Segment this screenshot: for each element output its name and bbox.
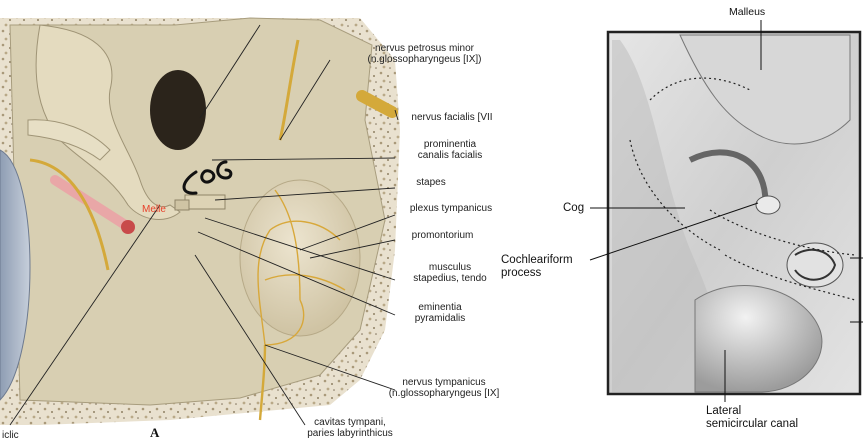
figure-b-panel: Malleus Cog Cochleariform process Latera…: [520, 0, 863, 443]
tendon-end: [121, 220, 135, 234]
label-lateral-semicircular-canal: Lateral semicircular canal: [706, 405, 798, 431]
figure-b-illustration: [520, 0, 863, 443]
label-nervus-facialis: nervus facialis [VII: [392, 112, 512, 123]
label-cog: Cog: [563, 202, 584, 215]
label-cut-bottom-left: iclic: [2, 430, 32, 441]
label-stapes: stapes: [395, 177, 467, 188]
label-eminentia-pyramidalis: eminentia pyramidalis: [395, 302, 485, 324]
dark-recess: [150, 70, 206, 150]
label-cavitas-tympani: cavitas tympani, paries labyrinthicus: [290, 417, 410, 439]
label-malleus: Malleus: [729, 6, 765, 18]
stapes-bone: [185, 195, 225, 209]
label-nervus-tympanicus: nervus tympanicus (n.glossopharyngeus [I…: [370, 377, 518, 399]
label-nervus-petrosus-minor: nervus petrosus minor (n.glossopharyngeu…: [332, 43, 517, 65]
figure-a-panel: nervus petrosus minor (n.glossopharyngeu…: [0, 0, 520, 443]
stapes-head: [175, 200, 189, 210]
label-musculus-stapedius: musculus stapedius, tendo: [395, 262, 505, 284]
malleus-marker-text: Melle: [142, 204, 166, 215]
promontorium-bulge: [240, 180, 360, 336]
label-prominentia-canalis-facialis: prominentia canalis facialis: [395, 139, 505, 161]
cog-knob: [756, 196, 780, 214]
label-cochleariform-process: Cochleariform process: [501, 254, 573, 280]
label-plexus-tympanicus: plexus tympanicus: [395, 203, 507, 214]
label-promontorium: promontorium: [395, 230, 490, 241]
panel-letter-a: A: [150, 425, 159, 441]
